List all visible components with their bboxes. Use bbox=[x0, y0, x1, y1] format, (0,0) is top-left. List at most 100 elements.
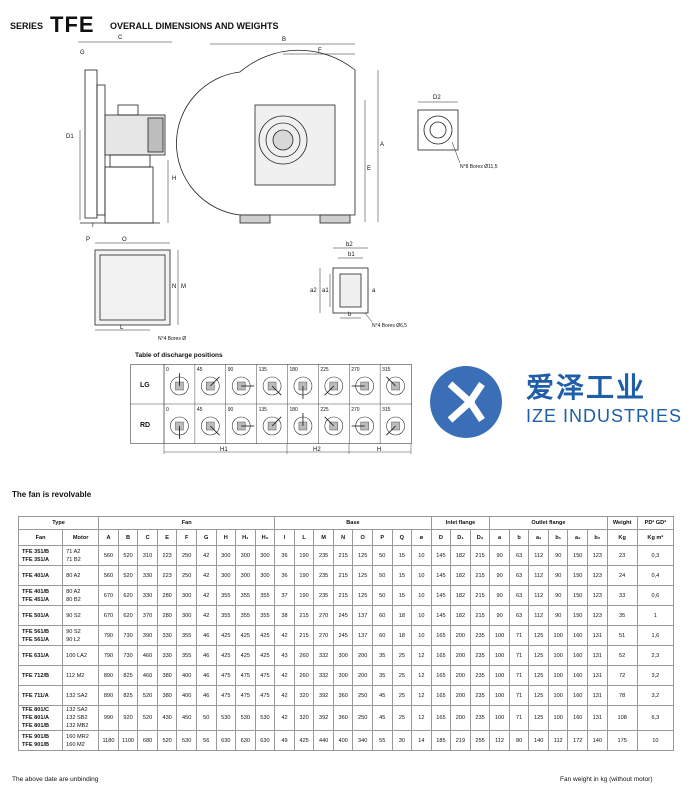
sub-header-cell: Fan bbox=[17, 529, 64, 546]
value-cell: 145 bbox=[430, 545, 452, 566]
value-cell: 320 bbox=[293, 705, 315, 731]
value-cell: 270 bbox=[313, 605, 334, 626]
outlet-flange-drawing: D2 N°8 Bores Ø11,5 bbox=[417, 95, 498, 170]
discharge-direction-arrow bbox=[324, 385, 335, 396]
angle-label: 270 bbox=[351, 367, 360, 373]
sub-header-cell: A bbox=[98, 529, 119, 546]
value-cell: 125 bbox=[528, 665, 549, 686]
discharge-position-cell: 45 bbox=[194, 404, 220, 444]
motor-line: 160 M2 bbox=[66, 741, 85, 748]
value-cell: 825 bbox=[117, 685, 139, 706]
discharge-position-cell: 135 bbox=[256, 364, 282, 404]
discharge-direction-arrow bbox=[210, 425, 220, 436]
discharge-position-cell: 315 bbox=[379, 364, 405, 404]
fan-housing-icon bbox=[262, 376, 282, 396]
header-outlet-flange: Outlet flange bbox=[489, 516, 608, 530]
value-cell: 450 bbox=[176, 705, 197, 731]
dim-label-h-side: H bbox=[172, 176, 176, 182]
value-cell: 330 bbox=[156, 625, 178, 646]
fan-type-line: TFE 801/C bbox=[22, 707, 50, 713]
bores-d-label: N°4 Bores Ø bbox=[158, 336, 186, 342]
motor-line: 132 SB2 bbox=[66, 715, 88, 721]
value-cell: 100 bbox=[547, 665, 569, 686]
value-cell: 112 bbox=[528, 565, 549, 586]
sub-header-cell: b₁ bbox=[547, 529, 569, 546]
motor-line: 160 MR2 bbox=[66, 733, 89, 740]
company-logo: 爱泽工业 IZE INDUSTRIES bbox=[420, 362, 690, 442]
value-cell: 530 bbox=[235, 705, 256, 731]
fan-type-cell: TFE 711/A bbox=[17, 685, 64, 706]
sub-header-cell: a₂ bbox=[567, 529, 589, 546]
discharge-position-cell: 270 bbox=[349, 364, 374, 404]
discharge-direction-arrow bbox=[386, 376, 396, 387]
value-cell: 370 bbox=[137, 605, 158, 626]
motor-cell: 112 M2 bbox=[62, 665, 100, 686]
value-cell: 0,4 bbox=[636, 565, 675, 586]
motor-cell: 80 A2 bbox=[62, 565, 100, 586]
value-cell: 125 bbox=[352, 565, 373, 586]
series-label: SERIES bbox=[10, 21, 44, 31]
sub-header-cell: F bbox=[176, 529, 197, 546]
sub-header-cell: I bbox=[274, 529, 295, 546]
value-cell: 460 bbox=[137, 665, 158, 686]
value-cell: 200 bbox=[352, 645, 373, 666]
value-cell: 425 bbox=[254, 625, 276, 646]
value-cell: 235 bbox=[469, 685, 491, 706]
sub-header-cell: H₁ bbox=[235, 529, 256, 546]
value-cell: 131 bbox=[587, 665, 608, 686]
value-cell: 90 bbox=[489, 585, 510, 606]
value-cell: 131 bbox=[587, 705, 608, 731]
value-cell: 245 bbox=[332, 625, 354, 646]
value-cell: 36 bbox=[274, 565, 295, 586]
fan-housing-icon bbox=[201, 416, 220, 436]
motor-line: 80 A2 bbox=[66, 572, 81, 579]
fan-type-line: TFE 901/B bbox=[22, 733, 50, 740]
value-cell: 100 bbox=[547, 645, 569, 666]
value-cell: 475 bbox=[254, 685, 276, 706]
value-cell: 125 bbox=[528, 705, 549, 731]
dim-label-a-small: a bbox=[372, 288, 376, 294]
sub-header-cell: C bbox=[137, 529, 158, 546]
sub-header-cell: a bbox=[489, 529, 510, 546]
fan-type-line: TFE 351/B bbox=[22, 548, 50, 555]
fan-type-line: TFE 561/A bbox=[22, 636, 50, 643]
motor-cell: 90 S2 bbox=[62, 605, 100, 626]
sub-header-cell: H₂ bbox=[254, 529, 276, 546]
value-cell: 12 bbox=[411, 705, 432, 731]
value-cell: 425 bbox=[215, 645, 237, 666]
bores-4-label: N°4 Bores Ø6,5 bbox=[372, 323, 407, 329]
logo-english-text: IZE INDUSTRIES bbox=[526, 406, 683, 426]
logo-chinese-text: 爱泽工业 bbox=[526, 371, 647, 404]
angle-label: 45 bbox=[197, 407, 203, 413]
value-cell: 330 bbox=[137, 585, 158, 606]
value-cell: 392 bbox=[313, 685, 334, 706]
motor-line: 100 LA2 bbox=[66, 652, 87, 659]
value-cell: 400 bbox=[176, 685, 197, 706]
value-cell: 112 bbox=[528, 605, 549, 626]
value-cell: 460 bbox=[137, 645, 158, 666]
value-cell: 190 bbox=[293, 565, 315, 586]
motor-line: 132 SA2 bbox=[66, 692, 88, 699]
footer-disclaimer: The above date are unbinding bbox=[12, 776, 99, 783]
value-cell: 165 bbox=[430, 685, 452, 706]
value-cell: 150 bbox=[567, 545, 589, 566]
discharge-direction-arrow bbox=[386, 425, 396, 436]
value-cell: 42 bbox=[195, 585, 217, 606]
value-cell: 355 bbox=[254, 585, 276, 606]
value-cell: 300 bbox=[176, 605, 197, 626]
dim-label-p: P bbox=[86, 237, 90, 243]
value-cell: 250 bbox=[176, 565, 197, 586]
sub-header-cell: D bbox=[430, 529, 452, 546]
value-cell: 355 bbox=[215, 585, 237, 606]
side-view-drawing: C G D1 H I bbox=[66, 35, 176, 229]
discharge-position-cell: 180 bbox=[287, 364, 313, 404]
value-cell: 33 bbox=[606, 585, 638, 606]
motor-line: 90 S2 bbox=[66, 612, 81, 619]
value-cell: 620 bbox=[117, 605, 139, 626]
value-cell: 250 bbox=[176, 545, 197, 566]
value-cell: 71 bbox=[508, 705, 530, 731]
value-cell: 100 bbox=[489, 705, 510, 731]
